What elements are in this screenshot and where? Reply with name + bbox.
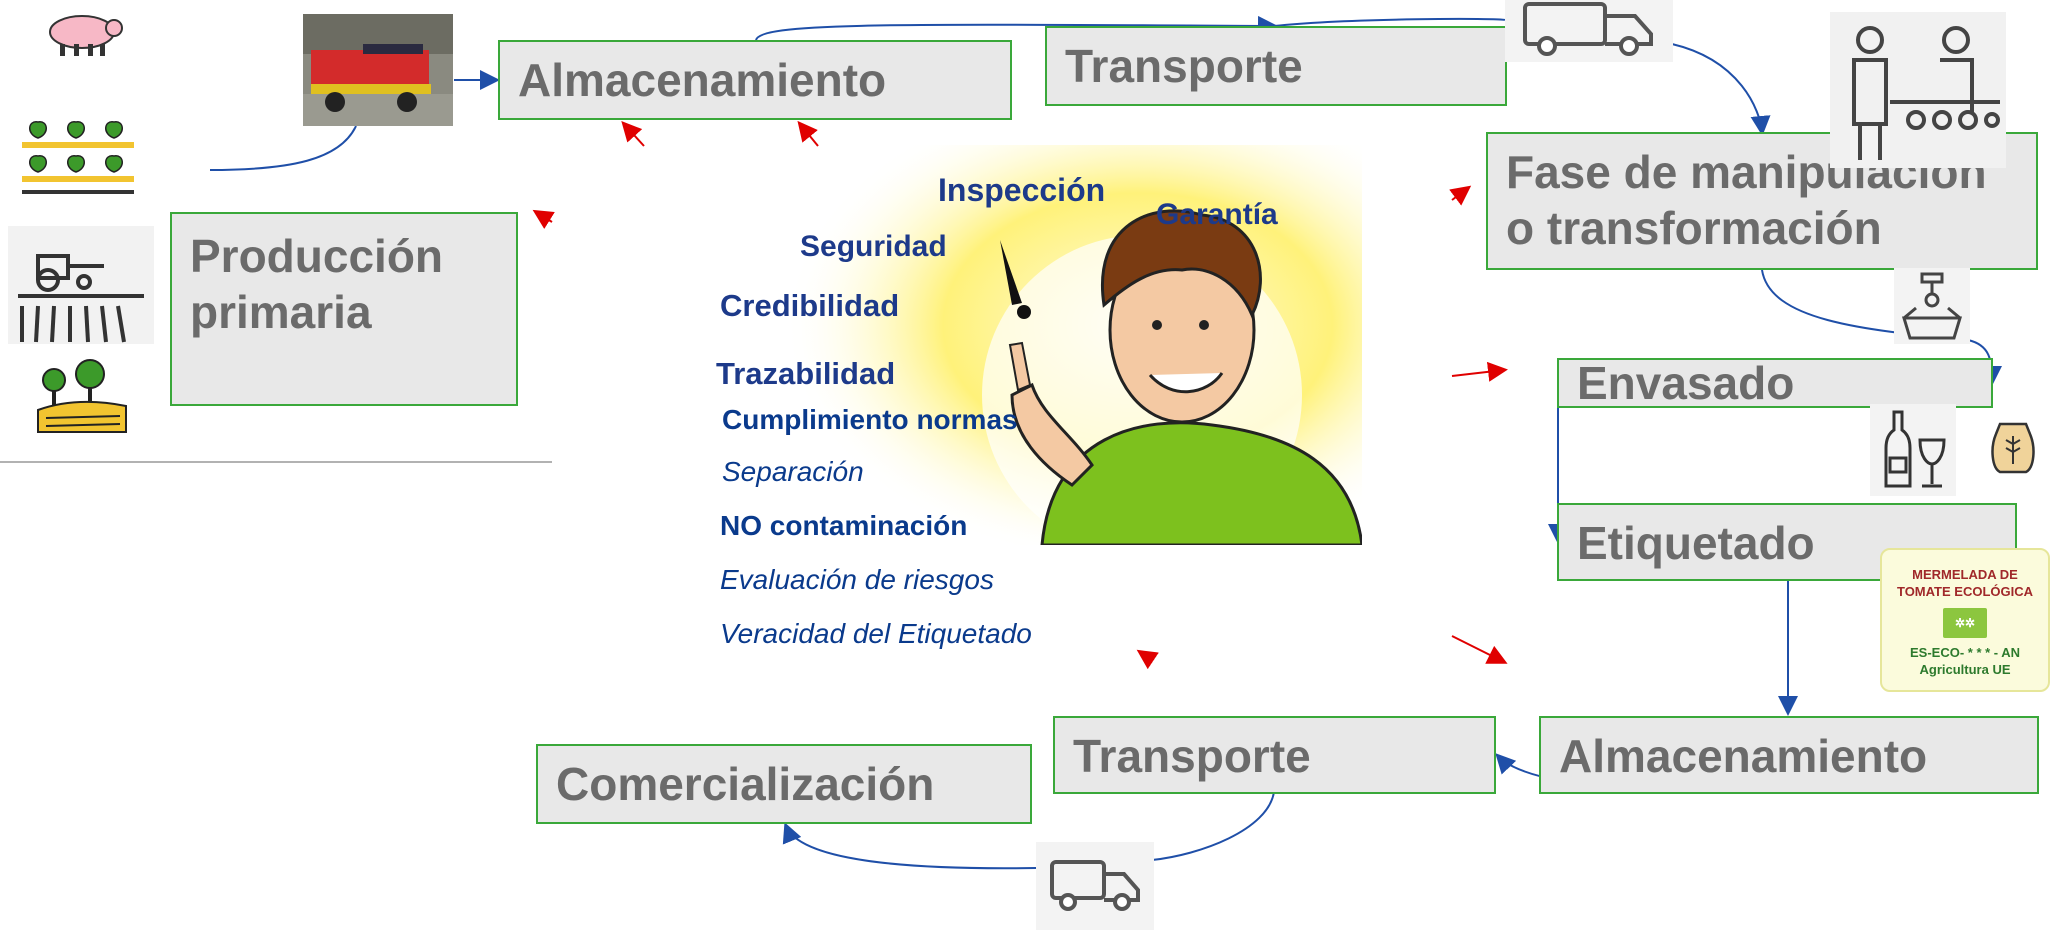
arrow-truck-to-fase <box>1671 43 1771 136</box>
eu-organic-logo: ✲✲ <box>1943 608 1987 638</box>
concept-inspeccion: Inspección <box>938 172 1106 208</box>
arrow-transporte2-to-truck <box>1151 791 1275 861</box>
bottle-glass-icon <box>1870 404 1956 496</box>
concept-no-contaminacion: NO contaminación <box>720 510 968 541</box>
concept-seguridad: Seguridad <box>800 230 947 263</box>
stage-comercializacion: Comercialización <box>536 744 1032 824</box>
stage-envasado: Envasado <box>1557 358 1993 408</box>
focus-arrow-6 <box>1451 635 1508 664</box>
product-label-card: MERMELADA DE TOMATE ECOLÓGICA ✲✲ ES-ECO-… <box>1880 548 2050 692</box>
trailer-photo <box>303 14 453 126</box>
product-label-code: ES-ECO- * * * - AN <box>1909 645 2021 660</box>
arrow-transporte-line <box>1273 17 1506 27</box>
concept-cumplimiento: Cumplimiento normas <box>722 404 1018 435</box>
tractor-field-icon <box>8 226 154 344</box>
delivery-truck-icon-bottom <box>1036 842 1154 930</box>
focus-arrow-2 <box>797 120 819 147</box>
arrow-almacen-to-transporte <box>755 15 1278 41</box>
concept-credibilidad: Credibilidad <box>720 288 900 323</box>
focus-arrow-4 <box>1449 185 1472 206</box>
stage-produccion-primaria: Producción primaria <box>170 212 518 406</box>
crops-icon <box>18 112 138 204</box>
stage-transporte-2: Transporte <box>1053 716 1496 794</box>
packing-robot-icon <box>1894 268 1970 344</box>
focus-arrow-3 <box>532 209 555 229</box>
factory-workers-icon <box>1830 12 2006 168</box>
concept-garantia: Garantía <box>1156 198 1278 231</box>
product-label-line1: MERMELADA DE <box>1912 567 2018 582</box>
concept-evaluacion: Evaluación de riesgos <box>720 564 994 595</box>
delivery-truck-icon-top <box>1505 0 1673 62</box>
product-label-line2: TOMATE ECOLÓGICA <box>1896 584 2034 599</box>
concept-veracidad: Veracidad del Etiquetado <box>720 618 1032 649</box>
arrow-field-to-trailer <box>209 125 357 171</box>
trees-field-icon <box>36 356 128 434</box>
stage-almacenamiento-1: Almacenamiento <box>498 40 1012 120</box>
stage-transporte-1: Transporte <box>1045 26 1507 106</box>
cartoon-man-illustration <box>712 145 1362 545</box>
focus-arrow-1 <box>621 121 645 147</box>
concept-separacion: Separación <box>722 456 864 487</box>
concept-trazabilidad: Trazabilidad <box>716 356 896 391</box>
stage-almacenamiento-2: Almacenamiento <box>1539 716 2039 794</box>
product-label-origin: Agricultura UE <box>1919 662 2011 677</box>
grain-sack-icon <box>1990 418 2036 476</box>
arrow-truck-to-comercializacion <box>782 822 1037 870</box>
focus-arrow-5 <box>1451 361 1508 382</box>
focus-arrow-7 <box>1136 649 1159 670</box>
pig-icon <box>40 4 126 60</box>
